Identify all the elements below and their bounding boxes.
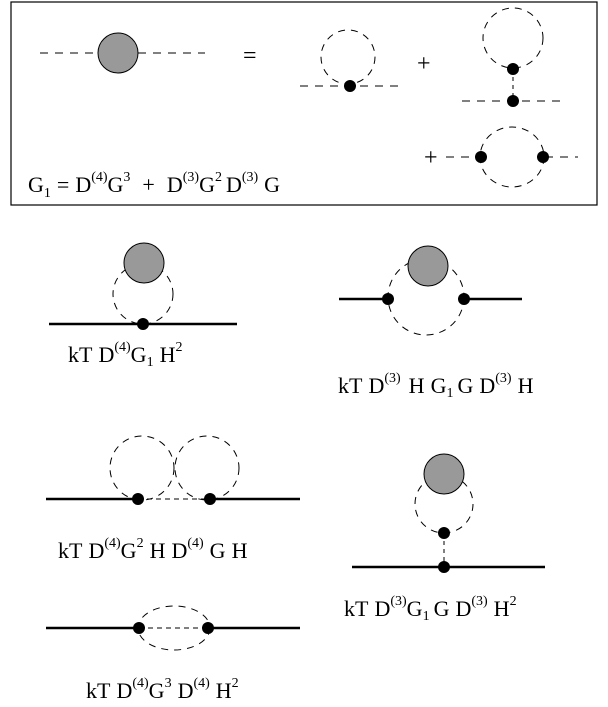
dashed-bubble bbox=[479, 126, 545, 188]
dashed-loop bbox=[320, 29, 376, 85]
vertex-dot bbox=[344, 80, 356, 92]
equation-box bbox=[10, 1, 598, 206]
dashed-loop bbox=[112, 263, 174, 325]
vertex-dot-left bbox=[133, 622, 145, 634]
dashed-loop-right bbox=[174, 435, 240, 501]
vertex-dot-left bbox=[132, 493, 144, 505]
plus-sign-2: + bbox=[424, 145, 438, 171]
equals-sign: = bbox=[243, 43, 257, 69]
vertex-dot-right bbox=[458, 293, 470, 305]
stemmed-tadpole-dashed-diagram bbox=[462, 7, 566, 107]
tadpole-dashed-diagram bbox=[300, 29, 398, 92]
plus-sign-1: + bbox=[417, 51, 431, 77]
dashed-loop bbox=[482, 7, 544, 69]
grey-blob bbox=[123, 242, 165, 284]
vertex-dot-bottom bbox=[507, 95, 519, 107]
grey-blob bbox=[407, 245, 449, 287]
bubble-dashed-diagram: + bbox=[424, 126, 578, 188]
lhs-dressed-propagator bbox=[40, 32, 205, 74]
diagram-3-double-tadpole bbox=[46, 435, 300, 505]
vertex-dot-right bbox=[204, 493, 216, 505]
grey-blob bbox=[423, 453, 465, 495]
vertex-dot-left bbox=[475, 151, 487, 163]
diagram-1-blob-tadpole bbox=[49, 242, 237, 330]
vertex-dot-top bbox=[438, 527, 450, 539]
vertex-dot-top bbox=[507, 63, 519, 75]
vertex-dot-left bbox=[382, 293, 394, 305]
vertex-dot-right bbox=[202, 622, 214, 634]
dashed-loop-left bbox=[109, 435, 175, 501]
grey-blob bbox=[97, 32, 139, 74]
vertex-dot-bottom bbox=[438, 561, 450, 573]
diagram-5-sunset bbox=[46, 605, 300, 651]
vertex-dot bbox=[137, 318, 149, 330]
diagram-4-blob-stemmed-tadpole bbox=[352, 453, 545, 573]
diagram-2-blob-bubble bbox=[339, 245, 522, 336]
vertex-dot-right bbox=[537, 151, 549, 163]
